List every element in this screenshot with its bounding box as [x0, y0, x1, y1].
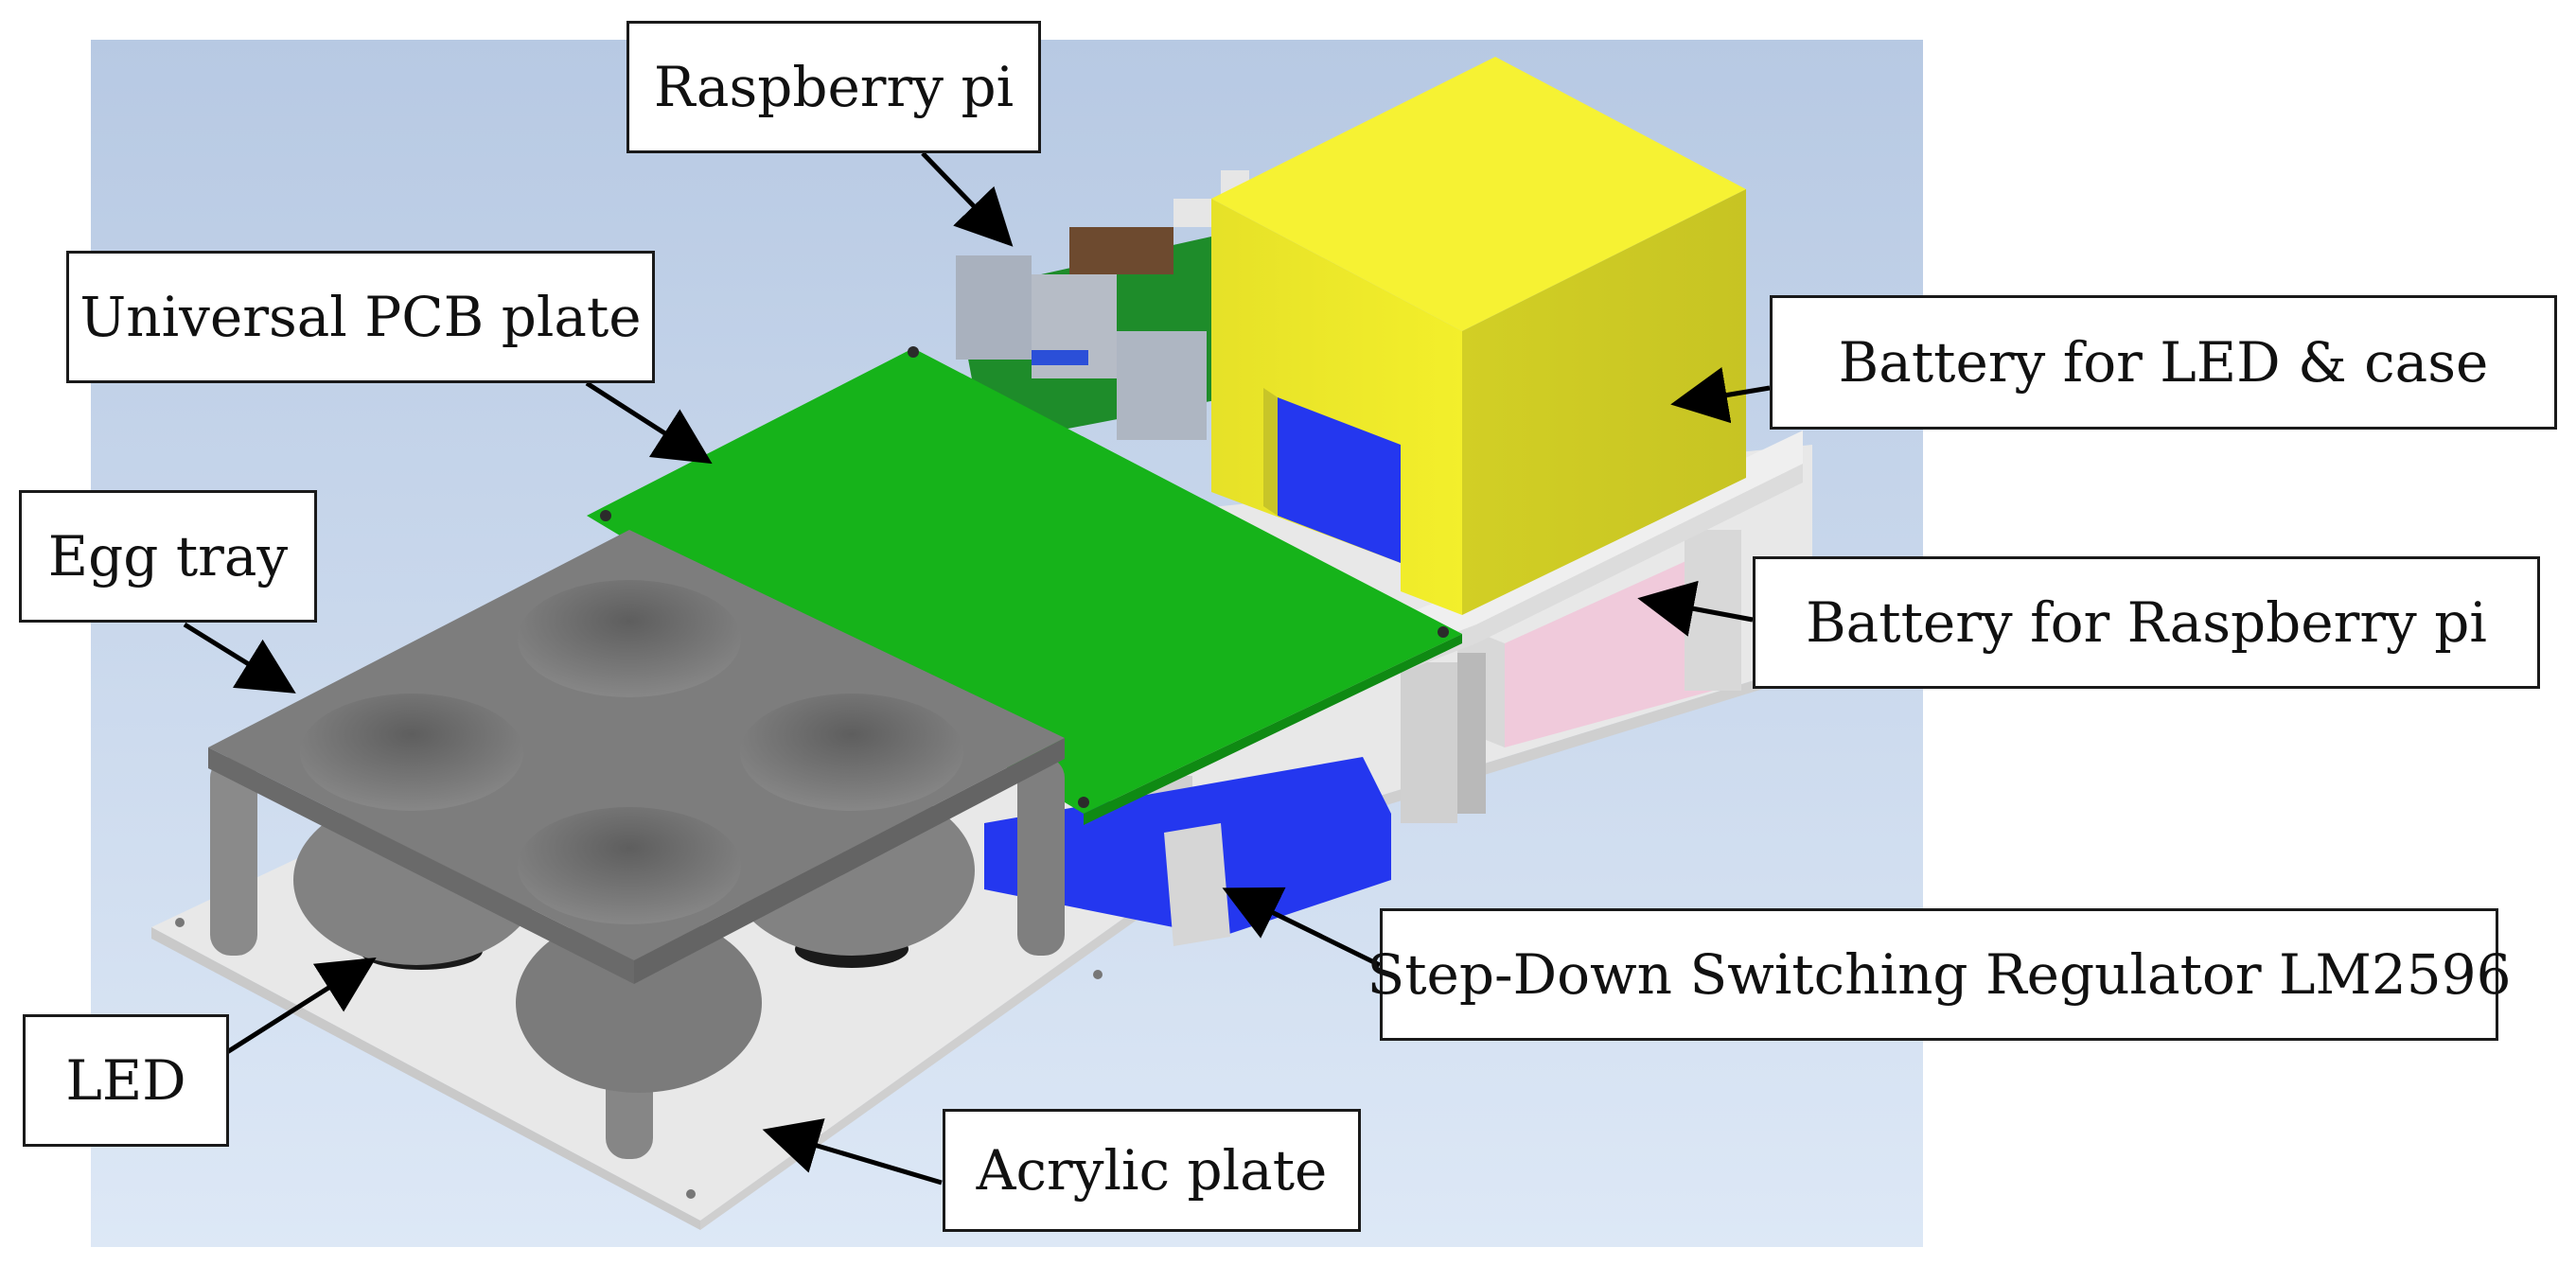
arrow-battery-led	[1670, 367, 1771, 424]
label-acrylic-plate: Acrylic plate	[943, 1109, 1361, 1232]
label-step-down-regulator: Step-Down Switching Regulator LM2596	[1367, 908, 2512, 1041]
universal-pcb-plate-shape	[587, 346, 1462, 825]
battery-case-shape	[1211, 57, 1746, 615]
raspberry-pi-shape	[956, 170, 1249, 445]
label-led: LED	[23, 1014, 229, 1147]
label-egg-tray: Egg tray	[19, 490, 317, 623]
step-down-regulator-shape	[984, 757, 1391, 946]
label-battery-raspberry-pi: Battery for Raspberry pi	[1753, 556, 2540, 689]
arrow-acrylic	[762, 1118, 943, 1186]
arrow-regulator	[1222, 887, 1382, 968]
egg-tray-shape	[208, 530, 1065, 984]
arrow-egg-tray	[183, 622, 296, 694]
label-raspberry-pi: Raspberry pi	[626, 21, 1041, 153]
label-battery-led-case: Battery for LED & case	[1770, 295, 2557, 430]
label-universal-pcb-plate: Universal PCB plate	[66, 251, 655, 383]
leader-lines	[183, 151, 1771, 1186]
arrow-battery-pi	[1637, 580, 1754, 637]
arrow-pcb-plate	[585, 380, 713, 465]
arrow-led	[225, 957, 377, 1055]
arrow-raspberry-pi	[921, 151, 1014, 247]
